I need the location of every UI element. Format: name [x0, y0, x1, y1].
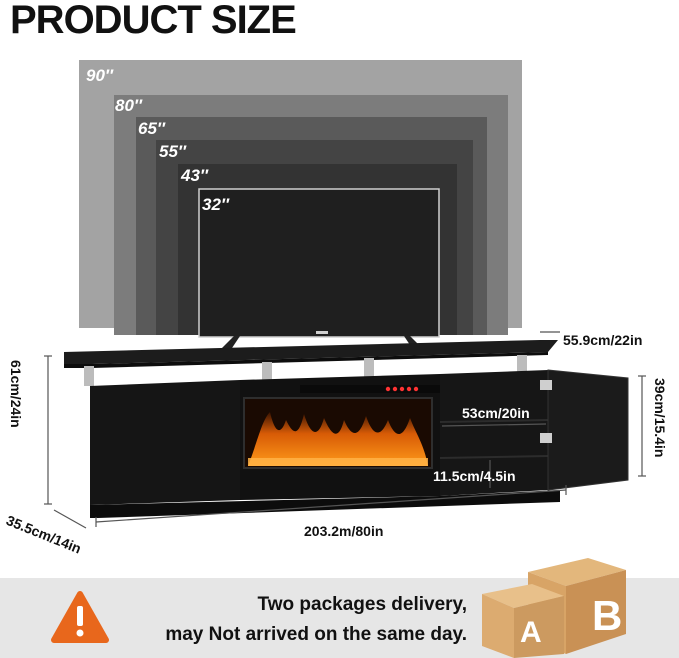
cabinet-door [547, 369, 629, 491]
stand-top [64, 340, 558, 364]
page-title: PRODUCT SIZE [10, 0, 297, 42]
delivery-notice-banner: Two packages delivery, may Not arrived o… [0, 558, 679, 658]
stand-leg [517, 355, 527, 373]
notice-line-2: may Not arrived on the same day. [165, 624, 467, 645]
flames [248, 412, 428, 466]
tv-size-label: 32″ [202, 195, 230, 214]
cabinet-right [440, 370, 548, 496]
stand-leg [364, 358, 374, 378]
hinge [540, 380, 552, 390]
tv-size-label: 55″ [159, 142, 187, 161]
tv-size-label: 43″ [181, 166, 209, 185]
dim-shelf-gap: 11.5cm/4.5in [433, 468, 516, 484]
box-b-label: B [592, 592, 623, 639]
cabinet-base [90, 490, 560, 518]
tv-foot-left [222, 336, 240, 348]
notice-line-1: Two packages delivery, [257, 594, 467, 615]
dim-length: 203.2m/80in [304, 523, 384, 539]
cabinet-left [90, 380, 240, 505]
tv-size-label: 90″ [86, 66, 114, 85]
dim-shelf-width: 53cm/20in [462, 405, 530, 421]
stand-leg [84, 366, 94, 386]
tv-logo [316, 331, 328, 334]
box-a-label: A [520, 616, 542, 649]
dimension-lines [44, 331, 646, 529]
tv-size-label: 65″ [138, 119, 166, 138]
hinge [540, 433, 552, 443]
package-boxes [482, 558, 626, 658]
tv-size-label: 80″ [115, 96, 143, 115]
stand-leg [262, 362, 272, 384]
dim-top-depth: 55.9cm/22in [563, 332, 643, 348]
dim-side-height: 39cm/15.4in [652, 378, 668, 458]
warning-icon [51, 591, 109, 643]
dim-height: 61cm/24in [8, 360, 24, 428]
product-illustration [44, 60, 646, 529]
tv-32-screen [198, 188, 440, 338]
